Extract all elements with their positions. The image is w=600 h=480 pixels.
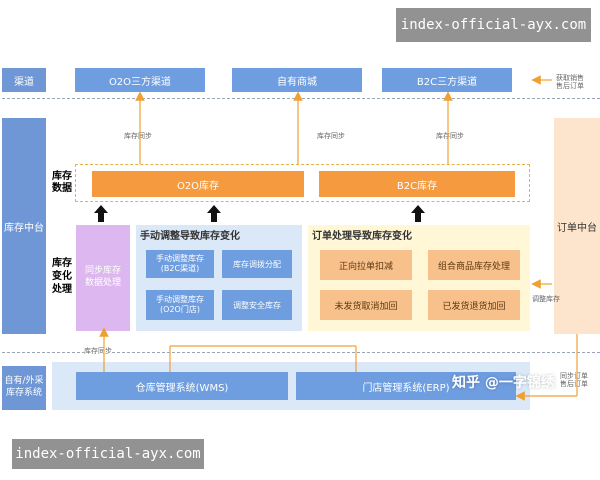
row-label-channel: 渠道 (2, 68, 46, 92)
manual-box-allocation: 库存调拨分配 (222, 250, 292, 278)
separator-bottom (2, 352, 600, 353)
manual-section-title: 手动调整导致库存变化 (140, 231, 240, 242)
sync-label-c: 库存同步 (436, 132, 464, 140)
right-note-top: 获取销售 售后订单 (556, 74, 584, 91)
right-note-mid: 调整库存 (532, 295, 560, 303)
sync-processing-box: 同步库存 数据处理 (76, 225, 130, 331)
zhihu-watermark: 知乎 @一字锦绣 (452, 375, 555, 391)
system-wms: 仓库管理系统(WMS) (76, 372, 288, 400)
order-box-return: 已发货退货加回 (428, 290, 520, 320)
order-box-combo: 组合商品库存处理 (428, 250, 520, 280)
row-label-own-external: 自有/外采 库存系统 (2, 366, 46, 410)
channel-b2c: B2C三方渠道 (382, 68, 512, 92)
manual-box-b2c: 手动调整库存 (B2C渠道) (146, 250, 214, 278)
order-box-cancel: 未发货取消加回 (320, 290, 412, 320)
right-note-bottom: 同步订单 售后订单 (560, 372, 588, 389)
channel-o2o: O2O三方渠道 (75, 68, 205, 92)
black-arrows (94, 205, 425, 222)
inventory-bar-b2c: B2C库存 (319, 171, 515, 197)
manual-box-safety: 调整安全库存 (222, 290, 292, 320)
sync-label-a: 库存同步 (124, 132, 152, 140)
watermark-bottom: index-official-ayx.com (12, 439, 204, 469)
manual-box-o2o: 手动调整库存 (O2O门店) (146, 290, 214, 320)
row-label-inventory-center: 库存中台 (2, 118, 46, 334)
watermark-top: index-official-ayx.com (396, 8, 591, 42)
inventory-data-label: 库存 数据 (52, 171, 72, 194)
sync-label-bottom: 库存同步 (84, 346, 112, 356)
order-box-forward: 正向拉单扣减 (320, 250, 412, 280)
inventory-change-label: 库存 变化 处理 (52, 257, 72, 295)
sync-label-b: 库存同步 (317, 132, 345, 140)
inventory-data-zone (75, 164, 530, 202)
order-center: 订单中台 (554, 118, 600, 334)
channel-own-mall: 自有商城 (232, 68, 362, 92)
order-section-title: 订单处理导致库存变化 (312, 231, 412, 242)
inventory-bar-o2o: O2O库存 (92, 171, 304, 197)
system-erp: 门店管理系统(ERP) (296, 372, 516, 400)
